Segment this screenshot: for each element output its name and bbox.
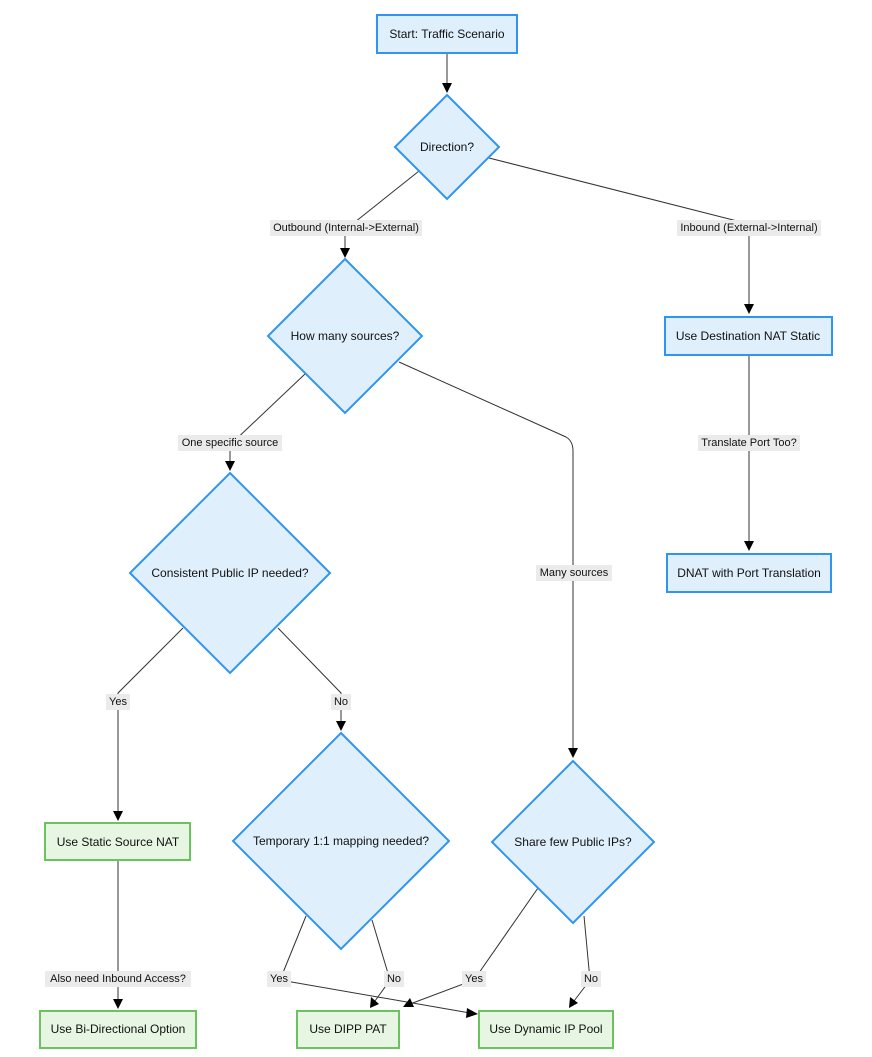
arrowhead [113,811,123,821]
node-share-ips: Share few Public IPs? [490,759,656,925]
arrowhead [466,1008,478,1018]
edge-label-translate-port: Translate Port Too? [701,437,796,449]
edge-label-inbound-access: Also need Inbound Access? [50,973,186,985]
arrowhead [370,997,379,1008]
node-dnat-port: DNAT with Port Translation [666,553,832,593]
edge-label-many-sources: Many sources [540,567,609,579]
edge-label-temp-no: No [387,973,401,985]
node-dnat-static: Use Destination NAT Static [664,316,833,356]
node-sources-label: How many sources? [291,329,400,343]
edge-label-share-yes: Yes [465,973,483,985]
edge-label-inbound: Inbound (External->Internal) [680,222,817,234]
edge-label-bg [270,220,422,236]
nodes: Start: Traffic Scenario Direction? How m… [39,14,833,1049]
node-dnat-port-label: DNAT with Port Translation [677,566,821,580]
node-consistent-ip-label: Consistent Public IP needed? [151,566,309,580]
node-start-label: Start: Traffic Scenario [389,27,504,41]
edge-label-bg [267,971,291,987]
edge-labels: Outbound (Internal->External) Inbound (E… [45,220,821,987]
arrowhead [744,304,754,314]
edge-label-bg [581,971,601,987]
node-direction-shape [393,93,501,201]
arrowhead [403,998,414,1007]
node-static-snat-box [44,822,191,861]
node-dnat-static-box [664,316,833,356]
arrowhead [744,541,754,551]
edge-label-bg [677,220,821,236]
edge-label-bg [45,971,191,987]
node-bidirectional-label: Use Bi-Directional Option [51,1022,186,1036]
edge-label-bg [331,694,351,710]
edge-label-bg [384,971,404,987]
edge-sources-to-share-ips [398,361,574,751]
node-bidirectional-box [39,1010,197,1049]
edge-label-consistent-no: No [334,696,348,708]
edge-label-share-no: No [584,973,598,985]
node-dnat-static-label: Use Destination NAT Static [676,329,820,343]
edge-consistent-yes [117,627,184,814]
edge-label-bg [178,435,282,451]
node-static-snat-label: Use Static Source NAT [57,835,180,849]
edge-consistent-no [277,627,342,724]
node-direction: Direction? [393,93,501,201]
node-direction-label: Direction? [420,140,474,154]
edge-label-bg [462,971,486,987]
edge-share-no [573,915,591,1002]
node-temp-mapping-shape [231,731,451,951]
node-dynamic-pool: Use Dynamic IP Pool [478,1010,614,1049]
node-dynamic-pool-box [478,1010,614,1049]
edge-temp-no [371,919,391,1002]
node-bidirectional: Use Bi-Directional Option [39,1010,197,1049]
arrowhead [568,748,578,758]
node-share-ips-label: Share few Public IPs? [514,835,632,849]
node-dnat-port-box [666,553,832,593]
arrowhead [113,999,123,1009]
edge-label-consistent-yes: Yes [109,696,127,708]
node-dipp-pat-label: Use DIPP PAT [309,1022,387,1036]
node-dipp-pat: Use DIPP PAT [296,1010,400,1049]
node-consistent-ip: Consistent Public IP needed? [128,471,332,675]
node-sources: How many sources? [266,257,424,415]
node-start: Start: Traffic Scenario [376,14,518,54]
node-static-snat: Use Static Source NAT [44,822,191,861]
node-sources-shape [266,257,424,415]
edge-label-one-source: One specific source [182,437,279,449]
node-share-ips-shape [490,759,656,925]
edge-label-bg [698,435,800,451]
edge-direction-to-sources [344,170,420,251]
edge-label-bg [536,565,612,581]
arrowhead [225,461,235,471]
arrowhead [442,83,452,93]
node-start-box [376,14,518,54]
arrowhead [340,248,350,258]
edge-label-outbound: Outbound (Internal->External) [273,222,419,234]
node-temp-mapping: Temporary 1:1 mapping needed? [231,731,451,951]
edge-label-temp-yes: Yes [270,973,288,985]
node-dipp-pat-box [296,1010,400,1049]
arrowhead [569,997,578,1008]
node-temp-mapping-label: Temporary 1:1 mapping needed? [253,834,429,848]
arrowhead [336,721,346,731]
edge-label-bg [106,694,130,710]
node-consistent-ip-shape [128,471,332,675]
node-dynamic-pool-label: Use Dynamic IP Pool [489,1022,602,1036]
